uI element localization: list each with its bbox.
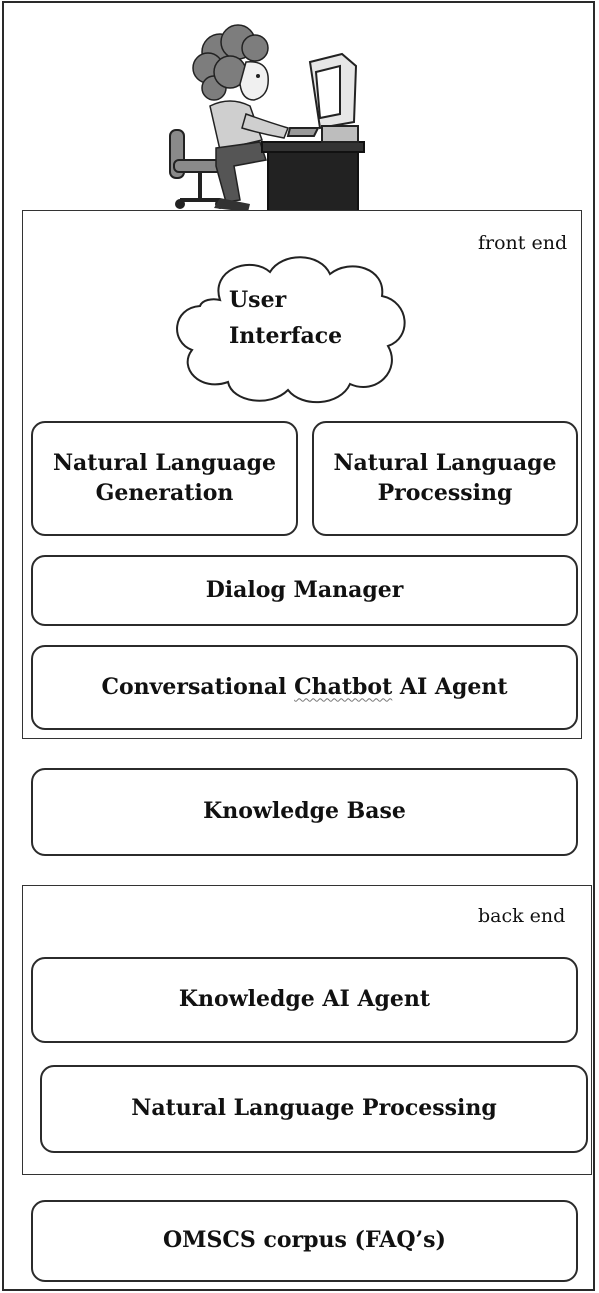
knowledge-agent-label: Knowledge AI Agent: [178, 986, 431, 1013]
chatbot-agent-box: Conversational Chatbot AI Agent: [31, 645, 578, 730]
chatbot-agent-label: Conversational Chatbot AI Agent: [101, 673, 508, 700]
hair-icon: [192, 24, 269, 101]
dialog-manager-label: Dialog Manager: [205, 576, 404, 603]
nlp-back-label: Natural Language Processing: [131, 1095, 497, 1122]
chair-icon: [169, 129, 227, 209]
user-interface-label: User Interface: [229, 287, 343, 349]
user-at-computer-illustration: [169, 24, 365, 215]
front-end-label: front end: [478, 232, 568, 254]
knowledge-agent-box: Knowledge AI Agent: [31, 957, 578, 1043]
nlg-label-line2: Generation: [95, 479, 234, 506]
nlp-front-label-line1: Natural Language: [333, 449, 557, 476]
nlg-box: Natural Language Generation: [31, 421, 298, 536]
dialog-manager-box: Dialog Manager: [31, 555, 578, 626]
nlp-front-label-line2: Processing: [377, 479, 513, 506]
corpus-box: OMSCS corpus (FAQ’s): [31, 1200, 578, 1282]
knowledge-base-box: Knowledge Base: [31, 768, 578, 856]
desk-icon: [261, 141, 365, 215]
monitor-icon: [286, 52, 359, 143]
user-interface-cloud: [176, 256, 406, 403]
nlp-back-box: Natural Language Processing: [40, 1065, 588, 1153]
back-end-label: back end: [478, 905, 566, 927]
corpus-label: OMSCS corpus (FAQ’s): [163, 1227, 446, 1254]
knowledge-base-label: Knowledge Base: [203, 798, 406, 825]
nlg-label-line1: Natural Language: [52, 449, 277, 476]
nlp-front-box: Natural Language Processing: [312, 421, 578, 536]
